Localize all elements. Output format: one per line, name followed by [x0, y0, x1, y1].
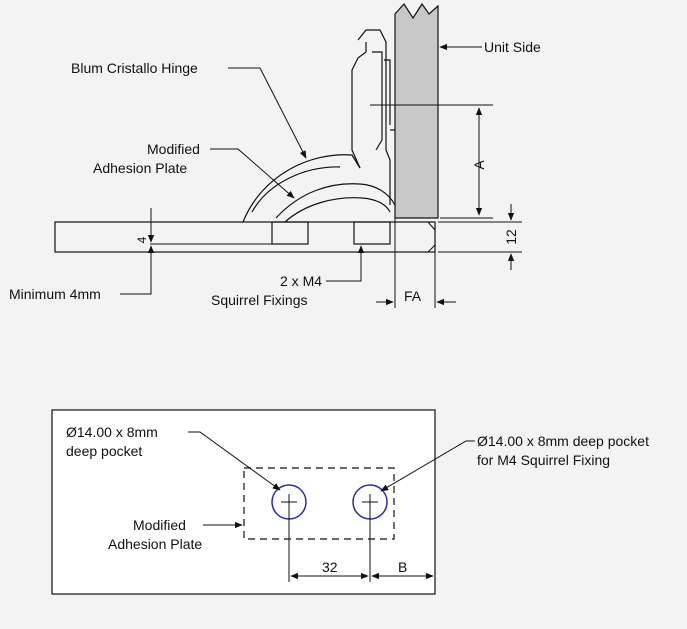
- fixing-pocket-right: [353, 221, 391, 245]
- fixings-label-1: 2 x M4: [280, 273, 322, 289]
- plan-view: 32 B Ø14.00 x 8mm deep pocket Ø14.00 x 8…: [51, 409, 649, 595]
- pocket-right-label-2: for M4 Squirrel Fixing: [477, 452, 610, 468]
- dim-a-label: A: [471, 160, 487, 170]
- minimum-label: Minimum 4mm: [9, 286, 101, 302]
- dim-12-label: 12: [503, 229, 519, 245]
- plan-adhesion-plate-label-1: Modified: [133, 517, 186, 533]
- hinge-cup: [242, 154, 361, 223]
- hinge-mechanism: [351, 29, 395, 205]
- side-adhesion-plate-label-2: Adhesion Plate: [93, 160, 187, 176]
- side-view: A 12 4 FA Unit Side Blum Cristallo Hinge…: [9, 2, 541, 308]
- plan-adhesion-plate-label-2: Adhesion Plate: [108, 536, 202, 552]
- dim-32-label: 32: [322, 559, 338, 575]
- pocket-right-label-1: Ø14.00 x 8mm deep pocket: [477, 433, 649, 449]
- unit-side-label: Unit Side: [484, 39, 541, 55]
- dim-4-label: 4: [135, 236, 149, 243]
- pocket-left-label-1: Ø14.00 x 8mm: [66, 424, 158, 440]
- base-board: [54, 221, 436, 253]
- dim-b-label: B: [398, 559, 407, 575]
- adhesion-plate-arc: [275, 183, 396, 219]
- dim-fa-label: FA: [404, 288, 422, 304]
- plan-adhesion-plate: [243, 467, 395, 540]
- fixing-pocket-left: [271, 221, 309, 245]
- pocket-left-label-2: deep pocket: [66, 443, 142, 459]
- side-adhesion-plate-label-1: Modified: [147, 141, 200, 157]
- fixings-label-2: Squirrel Fixings: [211, 292, 307, 308]
- hinge-label: Blum Cristallo Hinge: [71, 60, 198, 76]
- unit-side-panel: [394, 2, 439, 219]
